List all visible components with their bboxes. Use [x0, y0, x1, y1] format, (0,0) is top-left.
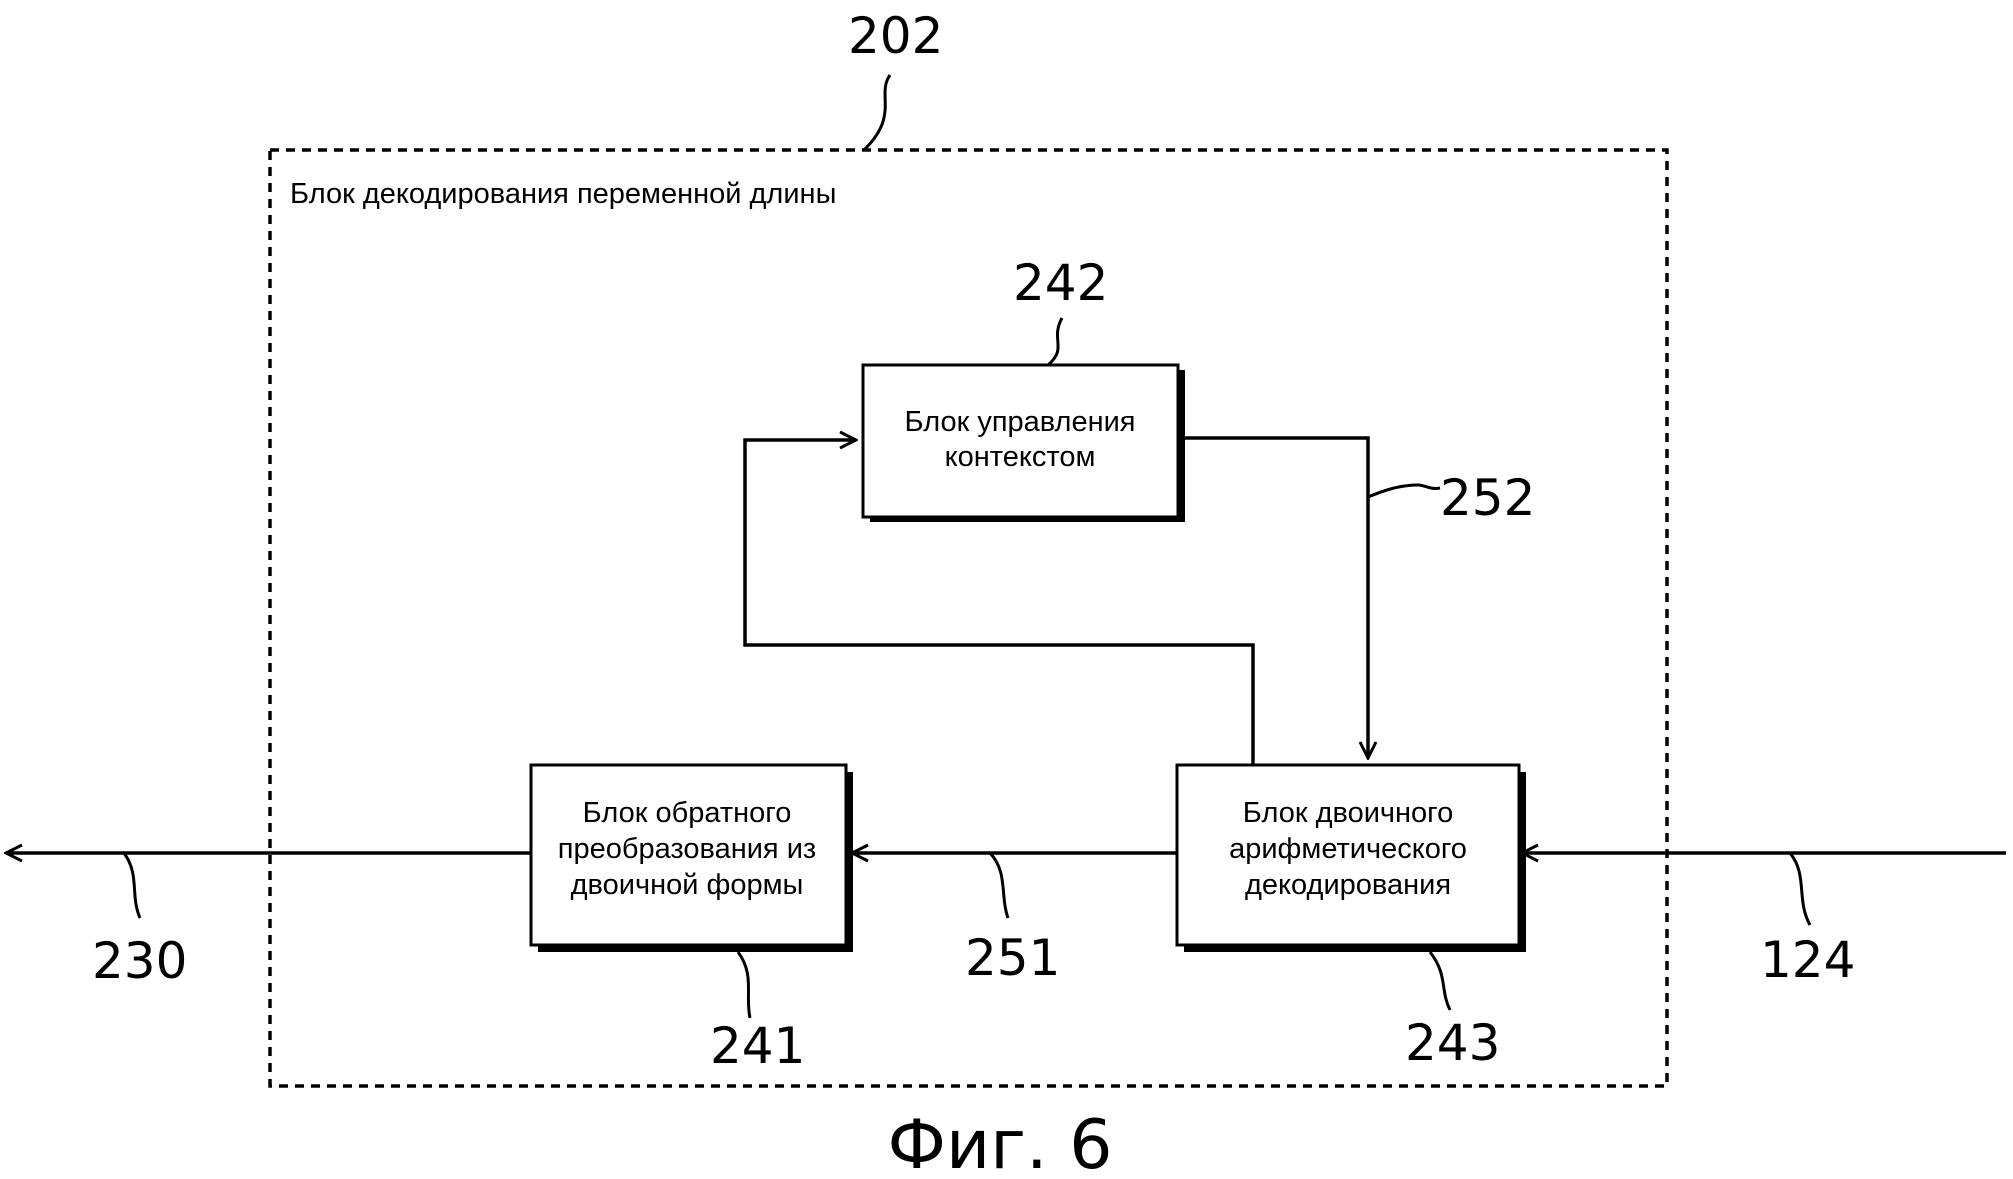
inverse-binarization-line1: Блок обратного	[583, 797, 792, 829]
leader-243	[1428, 951, 1452, 1011]
binary-decoding-line3: декодирования	[1245, 869, 1451, 901]
ref-label-230: 230	[92, 932, 187, 990]
ref-label-202: 202	[848, 7, 943, 65]
ref-label-243: 243	[1405, 1014, 1500, 1072]
context-control-line1: Блок управления	[905, 406, 1136, 438]
ref-label-124: 124	[1760, 931, 1855, 989]
outer-block-title: Блок декодирования переменной длины	[290, 178, 836, 210]
binary-arithmetic-decoding-block: Блок двоичного арифметического декодиров…	[1175, 763, 1526, 952]
leader-124	[1788, 852, 1812, 926]
binary-decoding-line1: Блок двоичного	[1243, 797, 1453, 829]
context-control-line2: контекстом	[945, 441, 1096, 473]
outer-block-frame	[268, 148, 1669, 1088]
binary-decoding-line2: арифметического	[1229, 833, 1467, 865]
signal-arrow-252	[1178, 436, 1368, 758]
leader-230	[122, 852, 142, 919]
ref-label-242: 242	[1013, 254, 1108, 312]
context-control-block: Блок управления контекстом	[861, 363, 1185, 522]
leader-242	[1046, 317, 1064, 367]
inverse-binarization-block: Блок обратного преобразования из двоично…	[529, 763, 853, 952]
ref-label-252: 252	[1440, 469, 1535, 527]
inverse-binarization-line2: преобразования из	[558, 833, 816, 865]
inverse-binarization-line3: двоичной формы	[571, 869, 804, 901]
feedback-arrow	[743, 440, 1255, 765]
figure-caption: Фиг. 6	[888, 1106, 1113, 1179]
leader-202	[862, 74, 892, 152]
leader-252	[1367, 483, 1441, 499]
ref-label-251: 251	[965, 929, 1060, 987]
ref-label-241: 241	[710, 1017, 805, 1075]
leader-241	[736, 951, 752, 1019]
leader-251	[988, 851, 1010, 919]
